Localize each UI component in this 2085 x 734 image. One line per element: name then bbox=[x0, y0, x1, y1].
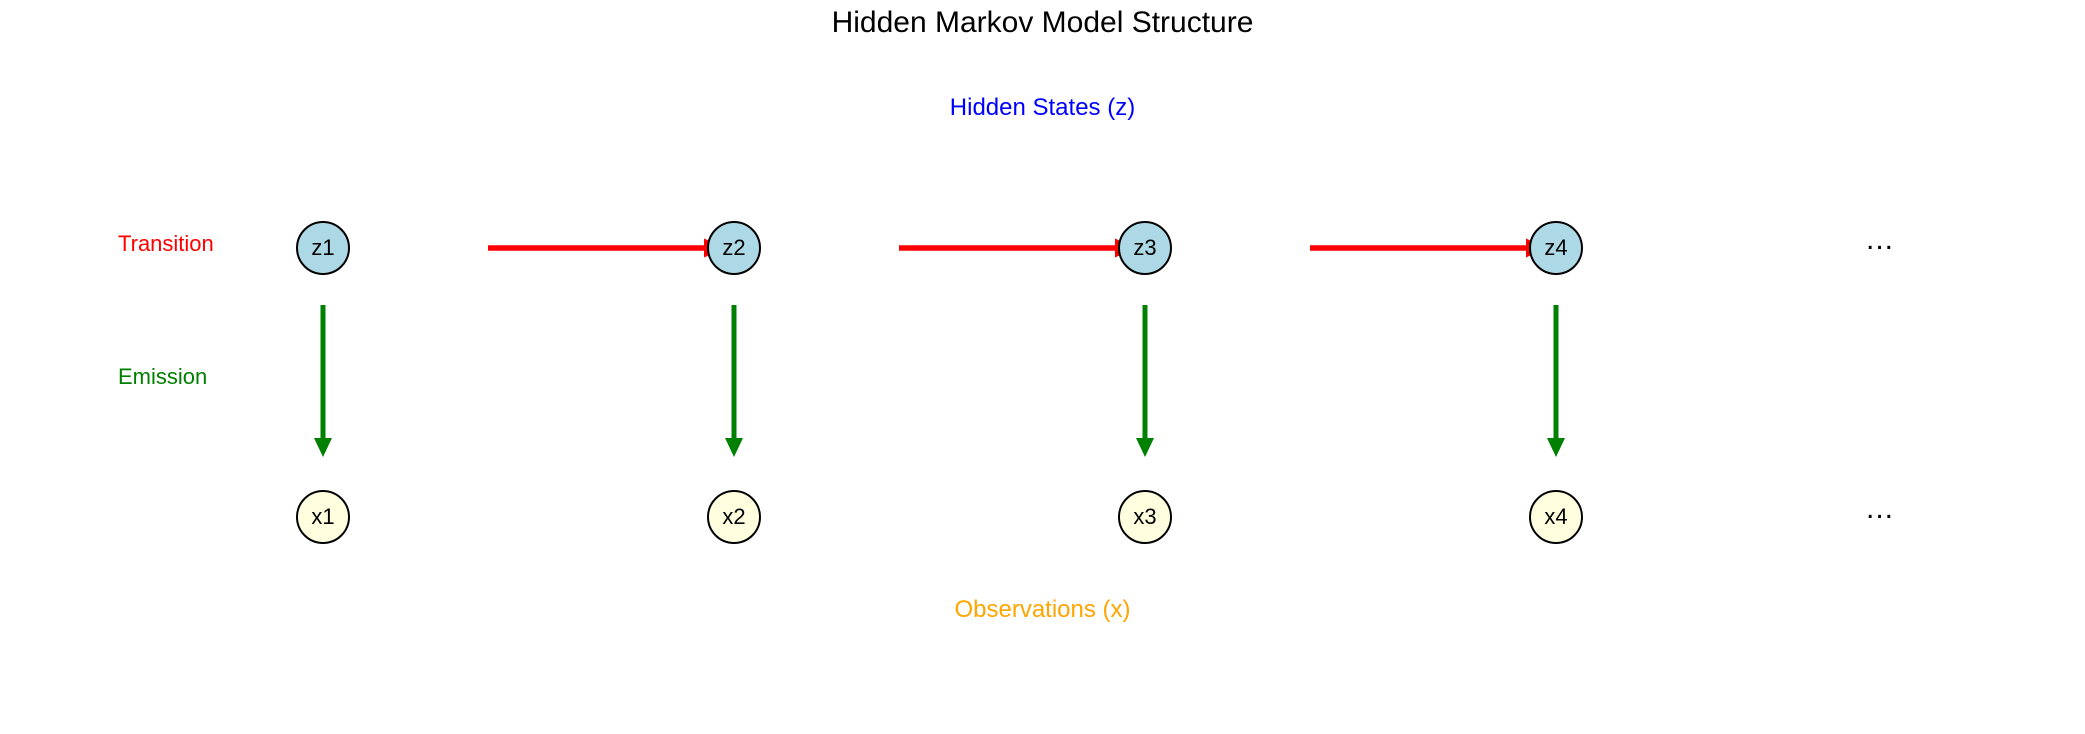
hidden-node-z4: z4 bbox=[1529, 221, 1583, 275]
transition-label: Transition bbox=[118, 231, 214, 256]
transition-arrow-z2-z3 bbox=[899, 238, 1136, 258]
hidden-node-z3: z3 bbox=[1118, 221, 1172, 275]
observed-node-x3: x3 bbox=[1118, 490, 1172, 544]
figure-title: Hidden Markov Model Structure bbox=[831, 6, 1254, 39]
observations-label: Observations (x) bbox=[954, 596, 1131, 623]
hidden-node-z2: z2 bbox=[707, 221, 761, 275]
emission-arrow-z4-x4 bbox=[1547, 305, 1565, 457]
transition-arrow-z3-z4 bbox=[1310, 238, 1547, 258]
observed-row-ellipsis: ... bbox=[1866, 492, 1895, 525]
observed-node-x1: x1 bbox=[296, 490, 350, 544]
hidden-states-label: Hidden States (z) bbox=[949, 94, 1136, 121]
emission-arrow-z1-x1 bbox=[314, 305, 332, 457]
hidden-node-z1: z1 bbox=[296, 221, 350, 275]
emission-arrow-z3-x3 bbox=[1136, 305, 1154, 457]
emission-arrow-z2-x2 bbox=[725, 305, 743, 457]
emission-label: Emission bbox=[118, 364, 208, 389]
observed-node-x2: x2 bbox=[707, 490, 761, 544]
observed-node-x4: x4 bbox=[1529, 490, 1583, 544]
hidden-row-ellipsis: ... bbox=[1866, 223, 1895, 256]
transition-arrow-z1-z2 bbox=[488, 238, 725, 258]
